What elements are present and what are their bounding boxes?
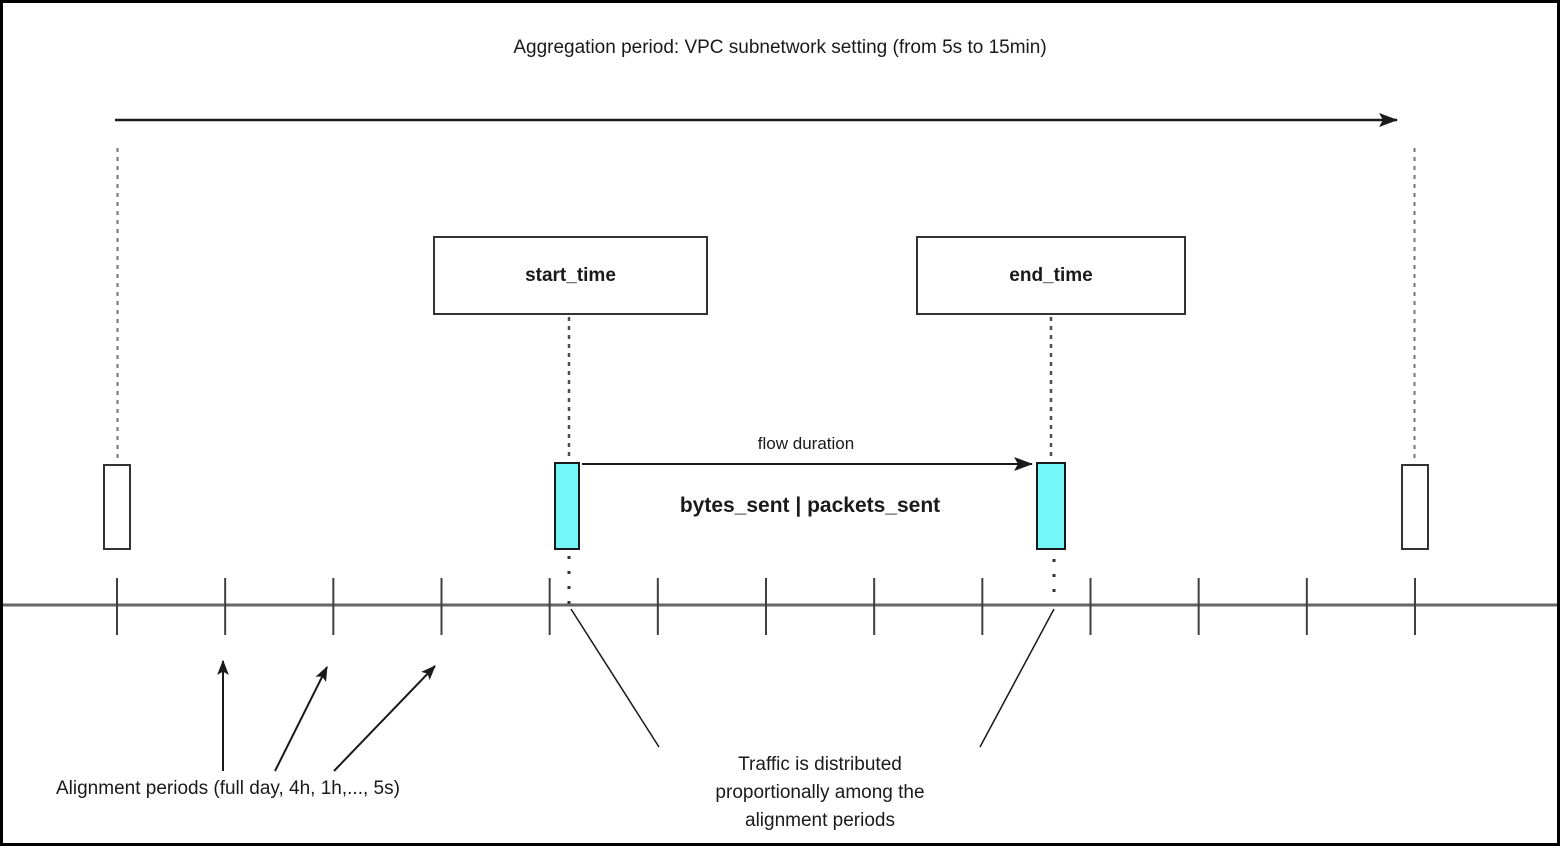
start-time-label: start_time xyxy=(525,264,616,286)
metrics-label: bytes_sent | packets_sent xyxy=(679,494,941,517)
alignment-arrow-2 xyxy=(274,666,328,772)
end-time-interval-rect xyxy=(1036,462,1066,550)
alignment-periods-label: Alignment periods (full day, 4h, 1h,...,… xyxy=(56,778,400,799)
traffic-note: Traffic is distributed proportionally am… xyxy=(650,751,990,835)
traffic-note-line-2: proportionally among the xyxy=(715,782,925,803)
end-time-label: end_time xyxy=(1009,264,1093,286)
diagram-lines-layer xyxy=(3,113,1557,772)
start-time-box: start_time xyxy=(433,236,708,315)
end-callout-line xyxy=(979,608,1055,748)
timeline-ticks xyxy=(116,578,1416,635)
start-time-interval-rect xyxy=(554,462,580,550)
start-callout-line xyxy=(570,608,660,748)
traffic-note-line-3: alignment periods xyxy=(745,810,895,831)
traffic-note-line-1: Traffic is distributed xyxy=(738,754,902,775)
flow-duration-label: flow duration xyxy=(757,434,855,453)
end-time-box: end_time xyxy=(916,236,1186,315)
left-boundary-interval-rect xyxy=(103,464,131,550)
diagram-title: Aggregation period: VPC subnetwork setti… xyxy=(513,37,1047,58)
right-boundary-interval-rect xyxy=(1401,464,1429,550)
alignment-arrow-3 xyxy=(333,665,436,772)
